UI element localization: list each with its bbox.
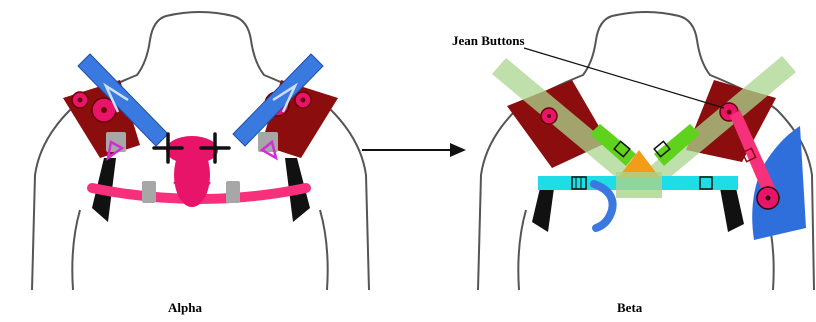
beta-center-block xyxy=(616,172,662,198)
beta-left-pale-strap xyxy=(492,58,638,184)
alpha-chest-buckle-right xyxy=(226,181,240,203)
beta-blue-hook xyxy=(594,184,613,228)
beta-caption: Beta xyxy=(617,300,642,316)
beta-lower-jean-button-center xyxy=(766,196,771,201)
beta-right-jean-button-center xyxy=(727,110,732,115)
transition-arrow xyxy=(362,143,466,157)
alpha-left-button-large-center xyxy=(101,107,107,113)
alpha-caption: Alpha xyxy=(168,300,202,316)
alpha-panel xyxy=(32,12,369,290)
beta-torso-outline xyxy=(478,12,814,290)
beta-panel xyxy=(478,12,814,290)
alpha-right-button-small-center xyxy=(301,98,306,103)
alpha-center-hub-top xyxy=(166,136,218,164)
beta-left-black-strap xyxy=(532,188,554,232)
jean-buttons-annotation: Jean Buttons xyxy=(452,33,525,49)
alpha-chest-buckle-left xyxy=(142,181,156,203)
beta-right-black-strap xyxy=(720,188,744,232)
beta-left-jean-button-center xyxy=(547,114,551,118)
alpha-left-button-small-center xyxy=(78,98,83,103)
